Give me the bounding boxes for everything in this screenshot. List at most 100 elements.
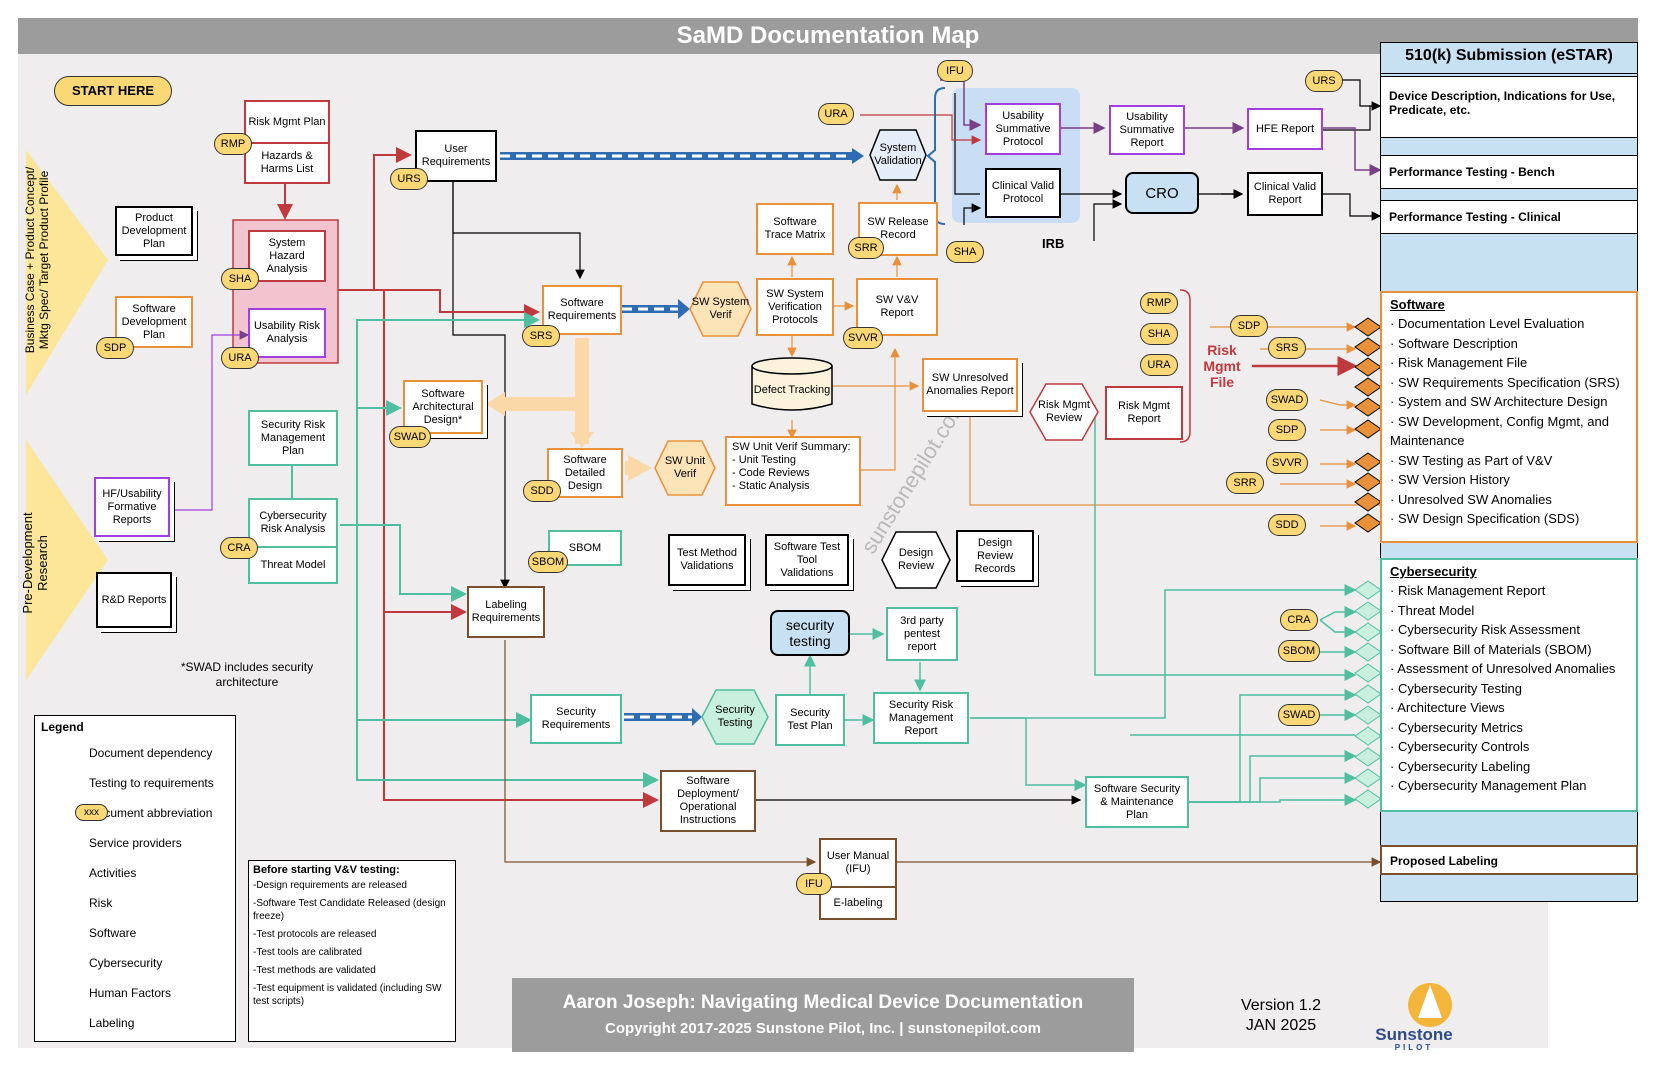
sw-unresolved-anomalies-report[interactable]: SW Unresolved Anomalies Report: [922, 358, 1018, 412]
legend-item-label: Human Factors: [89, 986, 172, 1000]
usability-summative-protocol[interactable]: Usability Summative Protocol: [985, 103, 1061, 155]
hf-usability-formative-reports[interactable]: HF/Usability Formative Reports: [94, 477, 170, 537]
predev-triangle: [26, 440, 108, 680]
footer-line2: Copyright 2017-2025 Sunstone Pilot, Inc.…: [605, 1020, 1041, 1037]
software-list-item[interactable]: · SW Development, Config Mgmt, and Maint…: [1390, 413, 1609, 449]
security-requirements[interactable]: Security Requirements: [530, 694, 622, 744]
business-case-label: Business Case + Product Concept/ Mktg Sp…: [23, 166, 51, 354]
cyber-list-item[interactable]: · Software Bill of Materials (SBOM): [1390, 641, 1592, 657]
legend-item-label: Risk: [89, 896, 113, 910]
security-testing-provider[interactable]: security testing: [770, 610, 850, 656]
hazards-harms-list[interactable]: Hazards & Harms List: [244, 142, 330, 184]
legend-item: Testing to requirements: [89, 768, 229, 798]
risk-mgmt-review[interactable]: Risk Mgmt Review: [1038, 399, 1090, 424]
sw-system-verif[interactable]: SW System Verif: [691, 296, 750, 321]
software-list-item[interactable]: · SW Requirements Specification (SRS): [1390, 374, 1620, 390]
cyber-section-header: Cybersecurity: [1390, 564, 1477, 579]
risk-mgmt-plan[interactable]: Risk Mgmt Plan: [244, 100, 330, 144]
design-review-records[interactable]: Design Review Records: [956, 530, 1034, 582]
legend-item-label: Testing to requirements: [89, 776, 214, 790]
estar-sdp-pill: SDP: [1230, 315, 1268, 337]
ifu-pill-top: IFU: [937, 60, 973, 82]
system-hazard-analysis[interactable]: System Hazard Analysis: [248, 230, 326, 282]
cyber-list-item[interactable]: · Assessment of Unresolved Anomalies: [1390, 661, 1616, 676]
e-labeling[interactable]: E-labeling: [819, 886, 897, 920]
sw-release-record[interactable]: SW Release Record: [858, 202, 938, 256]
defect-tracking[interactable]: Defect Tracking: [753, 383, 831, 396]
cyber-list-item[interactable]: · Cybersecurity Controls: [1390, 739, 1530, 754]
hex-design-review: [881, 531, 951, 589]
cyber-list-item[interactable]: · Cybersecurity Metrics: [1390, 719, 1523, 735]
cyber-list-item[interactable]: · Threat Model: [1390, 602, 1475, 618]
software-test-tool-validations[interactable]: Software Test Tool Validations: [765, 534, 849, 586]
vv-items: -Design requirements are released-Softwa…: [253, 879, 451, 1008]
risk-mgmt-file-label: Risk Mgmt File: [1203, 342, 1241, 390]
hfe-report[interactable]: HFE Report: [1247, 108, 1323, 150]
sw-system-verification-protocols[interactable]: SW System Verification Protocols: [756, 278, 834, 336]
security-risk-management-plan[interactable]: Security Risk Management Plan: [248, 410, 338, 466]
vv-checklist-item: -Software Test Candidate Released (desig…: [253, 898, 446, 922]
usability-risk-analysis[interactable]: Usability Risk Analysis: [248, 308, 326, 358]
sw-unit-verif-summary[interactable]: SW Unit Verif Summary: - Unit Testing - …: [725, 436, 861, 506]
software-list-item[interactable]: · System and SW Architecture Design: [1390, 394, 1608, 409]
user-manual-ifu[interactable]: User Manual (IFU): [819, 838, 897, 888]
software-security-maintenance-plan[interactable]: Software Security & Maintenance Plan: [1085, 776, 1189, 828]
user-requirements[interactable]: User Requirements: [415, 130, 497, 182]
security-testing-activity[interactable]: Security Testing: [715, 704, 755, 729]
hex-sw-unit-verif: [654, 440, 716, 496]
sunstone-logo-mark: [1408, 983, 1452, 1027]
sw-vv-report[interactable]: SW V&V Report: [856, 278, 938, 336]
security-risk-management-report[interactable]: Security Risk Management Report: [873, 692, 969, 744]
software-detailed-design[interactable]: Software Detailed Design: [547, 448, 623, 498]
start-here[interactable]: START HERE: [54, 76, 172, 106]
threat-model[interactable]: Threat Model: [248, 546, 338, 584]
sw-unit-verif[interactable]: SW Unit Verif: [664, 455, 706, 480]
software-diamonds: [1354, 317, 1382, 533]
legend-item: Document dependency: [89, 738, 229, 768]
cyber-list-item[interactable]: · Cybersecurity Risk Assessment: [1390, 622, 1580, 637]
logo-text: Sunstone PILOT: [1370, 1026, 1458, 1052]
software-deployment-operational-instructions[interactable]: Software Deployment/ Operational Instruc…: [660, 770, 756, 832]
estar-performance-bench[interactable]: Performance Testing - Bench: [1380, 155, 1638, 189]
third-party-pentest-report[interactable]: 3rd party pentest report: [886, 607, 958, 661]
software-architectural-design[interactable]: Software Architectural Design*: [403, 380, 483, 434]
system-validation[interactable]: System Validation: [874, 142, 922, 167]
software-list-item[interactable]: · SW Version History: [1390, 472, 1510, 487]
clinical-valid-protocol[interactable]: Clinical Valid Protocol: [985, 168, 1061, 218]
cyber-list-item[interactable]: · Architecture Views: [1390, 700, 1505, 715]
security-test-plan[interactable]: Security Test Plan: [775, 694, 845, 746]
usability-summative-report[interactable]: Usability Summative Report: [1109, 105, 1185, 155]
software-list-item[interactable]: · SW Testing as Part of V&V: [1390, 452, 1553, 468]
design-review[interactable]: Design Review: [897, 547, 935, 572]
estar-sbom-pill: SBOM: [1278, 640, 1320, 662]
cyber-list-item[interactable]: · Cybersecurity Labeling: [1390, 758, 1531, 774]
cyber-list-item[interactable]: · Risk Management Report: [1390, 583, 1546, 598]
cyber-list-item[interactable]: · Cybersecurity Testing: [1390, 680, 1522, 696]
estar-device-description[interactable]: Device Description, Indications for Use,…: [1380, 76, 1638, 138]
cybersecurity-risk-analysis[interactable]: Cybersecurity Risk Analysis: [248, 498, 338, 548]
risk-mgmt-report[interactable]: Risk Mgmt Report: [1105, 386, 1183, 440]
product-development-plan[interactable]: Product Development Plan: [115, 206, 193, 256]
rd-reports[interactable]: R&D Reports: [96, 572, 172, 628]
sha-pill-top: SHA: [946, 241, 984, 263]
software-list-item[interactable]: · Documentation Level Evaluation: [1390, 316, 1585, 331]
test-method-validations[interactable]: Test Method Validations: [668, 534, 746, 586]
cro[interactable]: CRO: [1125, 172, 1199, 214]
software-trace-matrix[interactable]: Software Trace Matrix: [756, 203, 834, 255]
legend-title: Legend: [41, 720, 84, 734]
estar-swad-pill: SWAD: [1266, 389, 1308, 411]
estar-cybersecurity-section: Cybersecurity · Risk Management Report · …: [1380, 558, 1638, 812]
software-list-item[interactable]: · Risk Management File: [1390, 355, 1528, 370]
srr-pill: SRR: [848, 237, 884, 259]
software-list-item[interactable]: · Unresolved SW Anomalies: [1390, 491, 1552, 507]
labeling-requirements[interactable]: Labeling Requirements: [467, 586, 545, 638]
software-development-plan[interactable]: Software Development Plan: [115, 296, 193, 348]
software-list-item[interactable]: · Software Description: [1390, 335, 1518, 351]
estar-performance-clinical[interactable]: Performance Testing - Clinical: [1380, 200, 1638, 234]
cyber-list-item[interactable]: · Cybersecurity Management Plan: [1390, 778, 1587, 793]
estar-proposed-labeling[interactable]: Proposed Labeling: [1380, 845, 1638, 875]
clinical-valid-report[interactable]: Clinical Valid Report: [1247, 172, 1323, 216]
software-list-item[interactable]: · SW Design Specification (SDS): [1390, 511, 1580, 526]
